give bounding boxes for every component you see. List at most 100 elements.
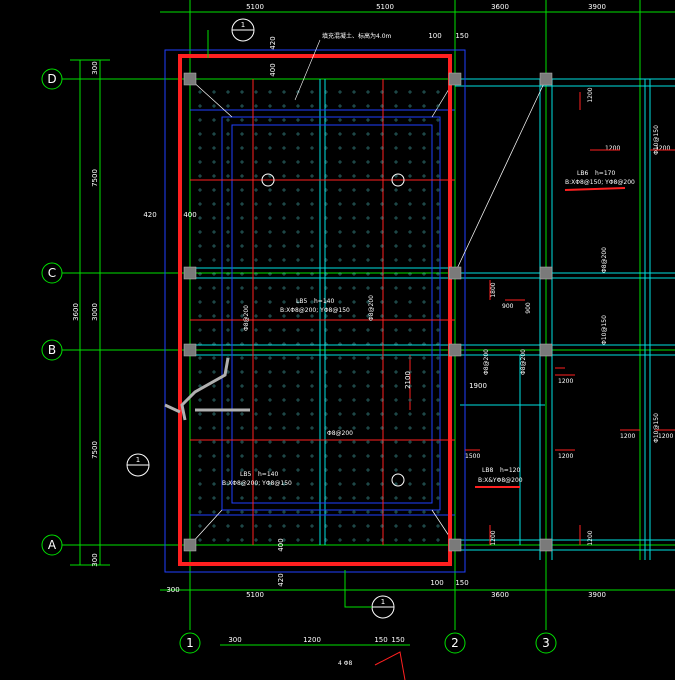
svg-text:150: 150 [455, 32, 468, 40]
svg-text:1900: 1900 [469, 382, 487, 390]
svg-text:400: 400 [269, 63, 277, 76]
svg-text:5100: 5100 [246, 591, 264, 599]
svg-text:Φ8@200: Φ8@200 [601, 247, 608, 273]
axis-bubble-1: 1 [179, 632, 201, 654]
svg-text:B:XΦ8@200; YΦ8@150: B:XΦ8@200; YΦ8@150 [280, 307, 350, 314]
svg-text:h=140: h=140 [314, 298, 334, 305]
stair-detail [164, 357, 250, 421]
svg-text:Φ10@150: Φ10@150 [601, 315, 608, 345]
svg-text:300: 300 [166, 586, 179, 594]
svg-text:3600: 3600 [491, 591, 509, 599]
svg-text:900: 900 [525, 302, 532, 314]
svg-text:100: 100 [428, 32, 441, 40]
svg-text:420: 420 [269, 36, 277, 49]
svg-text:1: 1 [241, 21, 245, 29]
svg-text:3: 3 [542, 636, 550, 650]
columns [183, 72, 553, 552]
svg-text:3600: 3600 [491, 3, 509, 11]
axis-bubble-C: C [41, 262, 63, 284]
svg-text:7500: 7500 [91, 169, 99, 187]
svg-text:420: 420 [143, 211, 156, 219]
svg-text:1: 1 [381, 598, 385, 606]
svg-text:2: 2 [451, 636, 459, 650]
svg-text:5100: 5100 [246, 3, 264, 11]
svg-text:400: 400 [183, 211, 196, 219]
svg-text:1200: 1200 [303, 636, 321, 644]
slab-boundary [178, 54, 452, 566]
svg-text:LB5: LB5 [240, 471, 251, 478]
svg-text:LB6: LB6 [577, 170, 588, 177]
svg-text:h=120: h=120 [500, 467, 520, 474]
svg-text:D: D [47, 72, 56, 86]
svg-text:A: A [48, 538, 57, 552]
section-mark-top: 1 [207, 18, 255, 58]
svg-text:B:X&YΦ8@200: B:X&YΦ8@200 [478, 477, 523, 484]
svg-text:LB5: LB5 [296, 298, 307, 305]
svg-text:填充混凝土、标高为4.0m: 填充混凝土、标高为4.0m [322, 32, 392, 40]
svg-text:300: 300 [91, 553, 99, 566]
svg-text:150: 150 [374, 636, 387, 644]
section-marks: 1 1 1 [126, 18, 395, 619]
svg-text:300: 300 [91, 61, 99, 74]
svg-text:Φ8@200: Φ8@200 [243, 305, 250, 331]
svg-text:LB8: LB8 [482, 467, 493, 474]
axis-bubble-B: B [41, 339, 63, 361]
svg-text:Φ10@150: Φ10@150 [653, 413, 660, 443]
svg-text:B: B [48, 343, 56, 357]
svg-text:400: 400 [277, 538, 285, 551]
svg-text:1: 1 [186, 636, 194, 650]
svg-text:100: 100 [430, 579, 443, 587]
svg-text:1800: 1800 [490, 282, 497, 297]
blue-outlines [164, 49, 466, 573]
svg-text:1200: 1200 [620, 433, 635, 440]
svg-text:C: C [48, 266, 56, 280]
rebar-labels: Φ8@200 Φ8@200 Φ10@150 Φ10@150 Φ10@150 Φ8… [243, 125, 660, 443]
svg-text:h=140: h=140 [258, 471, 278, 478]
slab-label-LB5-a: LB5 h=140 B:XΦ8@200; YΦ8@150 [280, 298, 350, 314]
svg-text:1200: 1200 [655, 145, 670, 152]
notes: 填充混凝土、标高为4.0m 4 Φ8 [294, 32, 406, 680]
svg-text:900: 900 [502, 303, 514, 310]
slab-fill-pattern [198, 90, 440, 542]
axis-bubble-3: 3 [535, 632, 557, 654]
svg-text:1200: 1200 [558, 453, 573, 460]
svg-text:Φ8@200: Φ8@200 [483, 349, 490, 375]
svg-text:1200: 1200 [587, 530, 594, 545]
svg-text:Φ10@150: Φ10@150 [653, 125, 660, 155]
svg-text:Φ8@200: Φ8@200 [368, 295, 375, 321]
rebar-lengths: 1200 1200 1200 1800 900 900 1200 1200 15… [465, 87, 675, 546]
slab-label-LB6: LB6 h=170 B:XΦ8@150; YΦ8@200 [564, 170, 635, 191]
axis-bubble-2: 2 [444, 632, 466, 654]
section-mark-bottom: 1 [344, 570, 395, 619]
svg-text:300: 300 [228, 636, 241, 644]
svg-text:1200: 1200 [587, 87, 594, 102]
svg-text:B:XΦ8@200; YΦ8@150: B:XΦ8@200; YΦ8@150 [222, 480, 292, 487]
svg-text:5100: 5100 [376, 3, 394, 11]
svg-text:4 Φ8: 4 Φ8 [338, 660, 352, 667]
axis-bubbles: D C B A 1 2 3 [41, 68, 557, 654]
svg-text:150: 150 [391, 636, 404, 644]
dimension-texts: 5100 5100 3600 3900 5100 3600 3900 300 1… [72, 3, 606, 644]
slab-label-LB8: LB8 h=120 B:X&YΦ8@200 [475, 467, 523, 488]
svg-text:Φ8@200: Φ8@200 [520, 349, 527, 375]
svg-text:3900: 3900 [588, 3, 606, 11]
svg-text:150: 150 [455, 579, 468, 587]
slab-label-LB5-b: LB5 h=140 B:XΦ8@200; YΦ8@150 [222, 471, 292, 487]
section-mark-left: 1 [126, 453, 150, 477]
circle-marks [261, 173, 405, 487]
svg-text:1200: 1200 [658, 433, 673, 440]
svg-text:3600: 3600 [72, 303, 80, 321]
svg-text:420: 420 [277, 573, 285, 586]
svg-text:2100: 2100 [404, 371, 412, 389]
axis-bubble-A: A [41, 534, 63, 556]
beam-lines [190, 78, 675, 560]
axis-bubble-D: D [41, 68, 63, 90]
svg-text:1200: 1200 [490, 530, 497, 545]
slab-labels: LB6 h=170 B:XΦ8@150; YΦ8@200 LB5 h=140 B… [222, 170, 635, 488]
axis-lines [62, 0, 675, 646]
svg-text:1200: 1200 [605, 145, 620, 152]
svg-text:Φ8@200: Φ8@200 [327, 430, 353, 437]
svg-text:1500: 1500 [465, 453, 480, 460]
svg-text:1: 1 [136, 456, 140, 464]
